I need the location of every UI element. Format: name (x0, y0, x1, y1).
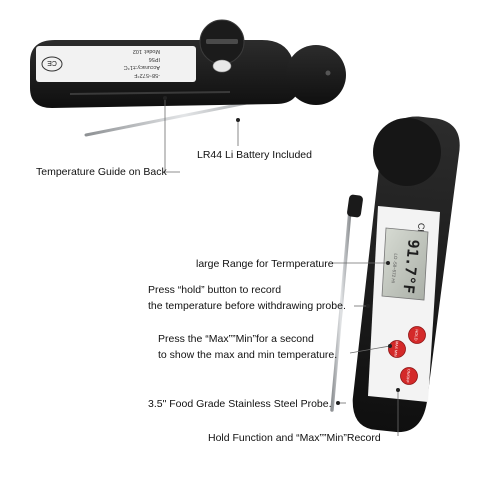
leader-max-min (349, 345, 391, 354)
ce-mark: CE (47, 59, 57, 66)
back-text-2: Accuracy:±1°C (124, 64, 160, 70)
callout-battery: LR44 Li Battery Included (197, 149, 312, 161)
front-probe (330, 208, 352, 412)
front-thermometer: CH-102 91.7°F LO -58~572 HI HOLD MAX MIN… (330, 116, 460, 433)
leader-dot-max-min (388, 344, 392, 348)
max-min-button[interactable]: MAX MIN (388, 340, 406, 358)
battery-cap-slot (206, 39, 238, 44)
back-text-4: Model: 102 (133, 48, 160, 54)
power-button-label: ON/OFF (405, 369, 410, 384)
back-text-3: IP56 (149, 56, 160, 62)
leader-dot-temperature-guide (163, 96, 167, 100)
back-label-panel (36, 46, 196, 82)
callout-max-min-line1: Press the “Max””Min”for a second (158, 333, 314, 345)
leader-dot-range (386, 261, 390, 265)
max-min-button-label: MAX MIN (393, 341, 399, 357)
display-range-text: LO -58~572 HI (390, 253, 398, 283)
callout-function: Hold Function and “Max””Min”Record (208, 432, 381, 444)
callout-hold-line2: the temperature before withdrawing probe… (148, 300, 346, 312)
hold-button[interactable]: HOLD (408, 326, 426, 344)
hinge-pin (325, 70, 331, 76)
ce-mark-icon (41, 56, 63, 72)
lcd-reading: 91.7°F (399, 239, 423, 295)
battery-window (212, 59, 232, 73)
hinge-cap (286, 45, 346, 105)
body-groove (69, 91, 231, 95)
leader-dot-function (396, 388, 400, 392)
leader-dot-probe (336, 401, 340, 405)
callout-range: large Range for Termperature (196, 258, 334, 270)
leader-dot-battery (236, 118, 240, 122)
leader-temperature-guide (164, 98, 180, 173)
callout-probe: 3.5" Food Grade Stainless Steel Probe. (148, 398, 332, 410)
leader-dot-hold (366, 304, 370, 308)
front-top-cap (373, 118, 441, 186)
leader-lines (163, 96, 400, 436)
lcd-screen (381, 227, 429, 301)
power-button[interactable]: ON/OFF (400, 367, 418, 385)
probe-hinge (347, 194, 363, 218)
back-text-1: -58~572°F (133, 72, 160, 78)
callout-temperature-guide: Temperature Guide on Back (36, 166, 167, 178)
callout-hold-line1: Press “hold” button to record (148, 284, 282, 296)
hold-button-label: HOLD (413, 329, 419, 341)
callout-max-min-line2: to show the max and min temperature. (158, 349, 338, 361)
folded-thermometer: CE -58~572°F Accuracy:±1°C IP56 Model: 1… (30, 19, 346, 137)
